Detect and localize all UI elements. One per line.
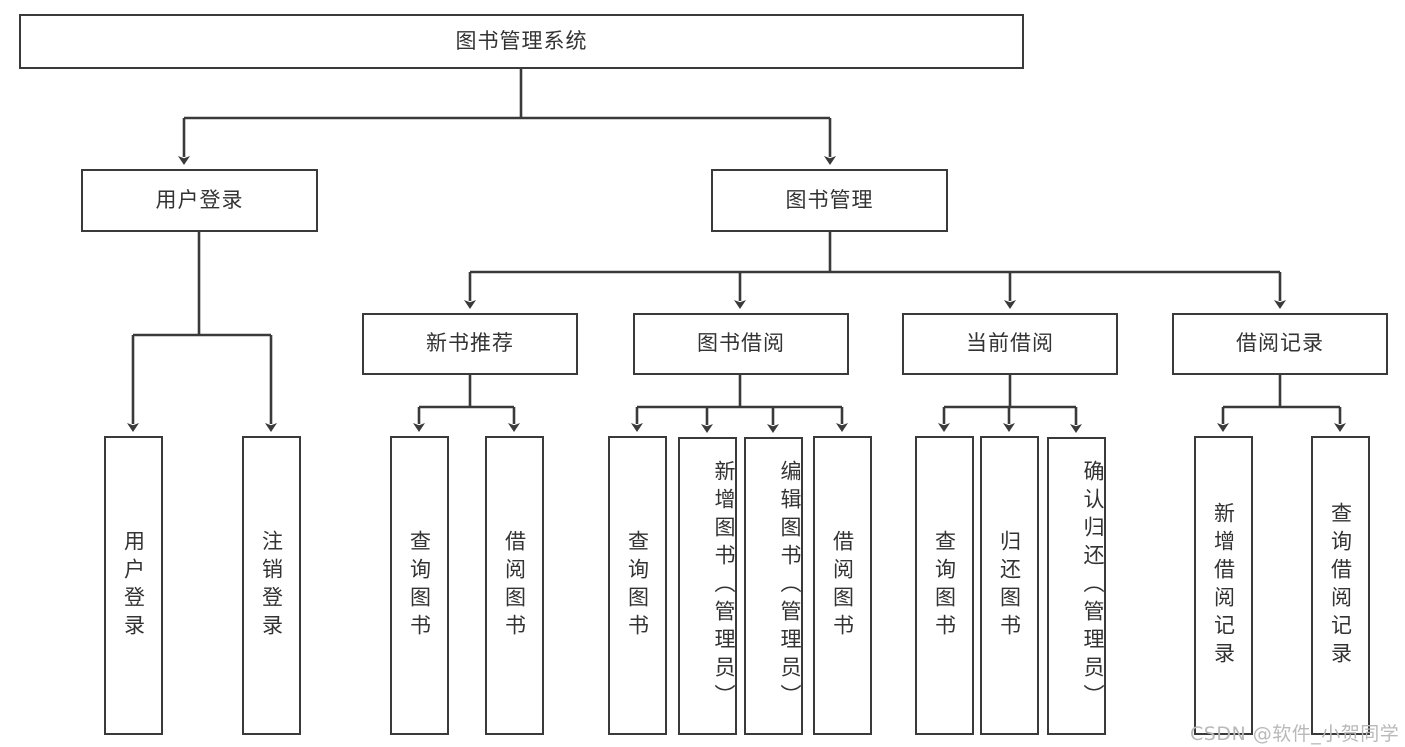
node-level2-book-management[interactable]: 图书管理	[711, 169, 948, 232]
node-label: 新增图书（管理员）	[712, 460, 736, 712]
node-label: 新书推荐	[426, 331, 514, 356]
node-label: 图书管理	[785, 187, 874, 212]
node-label: 图书借阅	[697, 331, 785, 356]
node-leaf-leaf-user-logout[interactable]: 注销登录	[242, 436, 301, 735]
node-level3-borrow-record[interactable]: 借阅记录	[1172, 313, 1388, 375]
node-label: 编辑图书（管理员）	[778, 460, 802, 712]
node-label: 借阅图书	[830, 529, 855, 642]
node-level2-user-login[interactable]: 用户登录	[81, 169, 318, 232]
node-label: 注销登录	[259, 529, 284, 642]
node-label: 当前借阅	[966, 331, 1054, 356]
node-label: 借阅图书	[502, 529, 527, 642]
node-label: 归还图书	[997, 529, 1022, 642]
node-leaf-leaf-query-book-borrow[interactable]: 查询图书	[608, 436, 667, 735]
node-leaf-leaf-borrow-book[interactable]: 借阅图书	[813, 436, 872, 735]
node-leaf-leaf-edit-book-admin[interactable]: 编辑图书（管理员）	[744, 437, 803, 735]
node-leaf-leaf-query-borrow-record[interactable]: 查询借阅记录	[1311, 436, 1370, 735]
node-leaf-leaf-add-book-admin[interactable]: 新增图书（管理员）	[678, 437, 737, 735]
node-label: 用户登录	[121, 529, 146, 642]
node-leaf-leaf-borrow-book-rec[interactable]: 借阅图书	[485, 436, 544, 735]
node-label: 确认归还（管理员）	[1081, 460, 1105, 712]
node-leaf-leaf-query-book-rec[interactable]: 查询图书	[390, 436, 449, 735]
node-leaf-leaf-confirm-return-admin[interactable]: 确认归还（管理员）	[1047, 437, 1106, 735]
node-level3-current-borrow[interactable]: 当前借阅	[902, 313, 1118, 375]
node-label: 用户登录	[155, 187, 244, 212]
node-label: 新增借阅记录	[1211, 501, 1236, 670]
node-label: 查询图书	[625, 529, 650, 642]
node-label: 查询借阅记录	[1328, 501, 1353, 670]
node-leaf-leaf-query-book-current[interactable]: 查询图书	[915, 436, 974, 735]
node-label: 借阅记录	[1236, 331, 1324, 356]
node-label: 查询图书	[407, 529, 432, 642]
node-root-root[interactable]: 图书管理系统	[19, 14, 1024, 69]
csdn-watermark: CSDN @软件_小贺同学	[1190, 723, 1400, 745]
node-leaf-leaf-add-borrow-record[interactable]: 新增借阅记录	[1194, 436, 1253, 735]
node-label: 图书管理系统	[455, 28, 588, 53]
node-level3-book-borrow[interactable]: 图书借阅	[633, 313, 849, 375]
node-level3-new-book-recommend[interactable]: 新书推荐	[362, 313, 578, 375]
node-leaf-leaf-user-login[interactable]: 用户登录	[104, 436, 163, 735]
node-label: 查询图书	[932, 529, 957, 642]
node-leaf-leaf-return-book[interactable]: 归还图书	[980, 436, 1039, 735]
